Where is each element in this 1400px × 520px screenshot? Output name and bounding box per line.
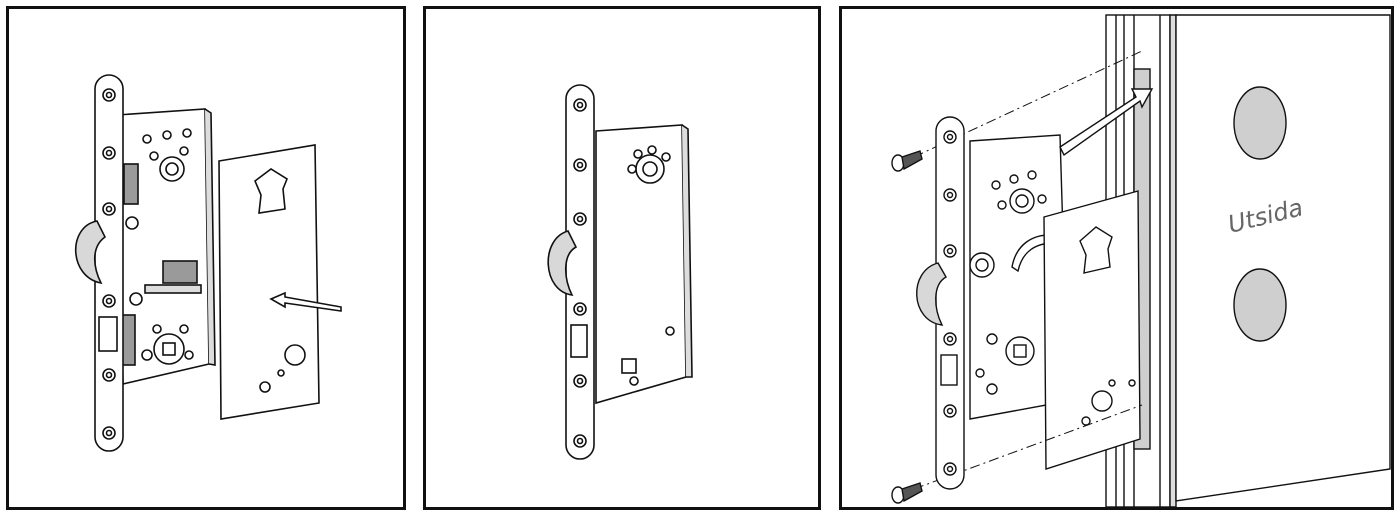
handle-hole-icon <box>1233 268 1287 342</box>
lock-body-icon <box>116 108 216 386</box>
step-2-illustration <box>547 84 693 460</box>
panel-step-1 <box>6 6 406 510</box>
cover-plate-icon <box>218 144 320 420</box>
lock-body-icon <box>969 170 1047 395</box>
screw-icon <box>891 482 923 504</box>
panel-step-2 <box>423 6 821 510</box>
handle-hole-icon <box>1233 86 1287 160</box>
hook-latch-icon <box>74 220 107 285</box>
insertion-arrow-icon <box>269 291 342 312</box>
faceplate-icon <box>935 116 965 490</box>
faceplate-icon <box>94 74 124 452</box>
hook-latch-icon <box>547 230 578 296</box>
screw-icon <box>891 150 923 172</box>
cover-keyhole-icon <box>621 145 675 386</box>
insertion-arrow-icon <box>1059 88 1154 157</box>
cover-plate-icon <box>1043 190 1141 470</box>
faceplate-icon <box>565 84 595 460</box>
panel-step-3: Utsida <box>839 6 1394 510</box>
step-1-illustration <box>74 74 342 452</box>
hook-latch-icon <box>916 262 947 326</box>
step-3-illustration: Utsida <box>891 14 1391 507</box>
door-leaf-icon: Utsida <box>1175 14 1391 502</box>
